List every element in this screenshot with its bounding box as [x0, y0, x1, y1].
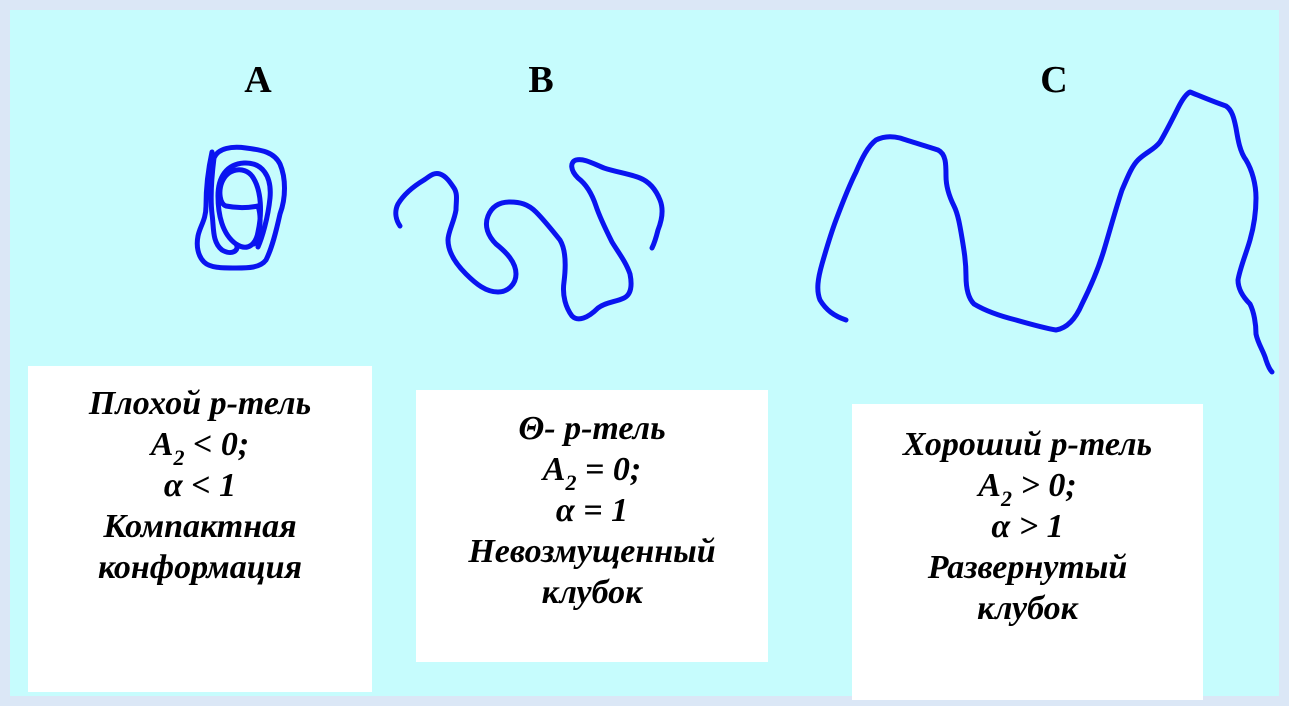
coil-unperturbed-b [396, 160, 662, 319]
conformation-line-1: Невозмущенный [416, 531, 768, 572]
second-virial-coefficient: A2 < 0; [28, 424, 372, 465]
coil-compact-a [197, 147, 284, 268]
solvent-type: Плохой р-тель [28, 383, 372, 424]
conformation-line-2: клубок [416, 572, 768, 613]
swelling-coefficient: α = 1 [416, 490, 768, 531]
solvent-type: Хороший р-тель [852, 424, 1203, 465]
conformation-line-1: Развернутый [852, 547, 1203, 588]
swelling-coefficient: α > 1 [852, 506, 1203, 547]
second-virial-coefficient: A2 > 0; [852, 465, 1203, 506]
coil-expanded-c [818, 92, 1272, 372]
swelling-coefficient: α < 1 [28, 465, 372, 506]
conformation-line-2: конформация [28, 547, 372, 588]
second-virial-coefficient: A2 = 0; [416, 449, 768, 490]
conformation-line-1: Компактная [28, 506, 372, 547]
good-solvent-card: Хороший р-тель A2 > 0; α > 1 Развернутый… [852, 404, 1203, 700]
solvent-type: Θ- р-тель [416, 408, 768, 449]
poor-solvent-card: Плохой р-тель A2 < 0; α < 1 Компактная к… [28, 366, 372, 692]
conformation-line-2: клубок [852, 588, 1203, 629]
theta-solvent-card: Θ- р-тель A2 = 0; α = 1 Невозмущенный кл… [416, 390, 768, 662]
